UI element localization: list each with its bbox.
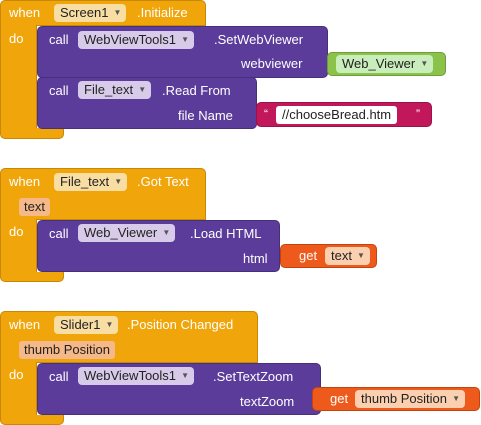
- method-name: .Load HTML: [190, 226, 262, 241]
- component-dropdown-screen1[interactable]: Screen1 ▼: [54, 4, 127, 22]
- when-label: when: [9, 174, 41, 189]
- text-field[interactable]: //chooseBread.htm: [276, 106, 398, 124]
- component-block-web-viewer[interactable]: Web_Viewer ▼: [327, 52, 446, 76]
- component-dropdown-web-viewer[interactable]: Web_Viewer ▼: [336, 55, 434, 73]
- call-block-loadhtml[interactable]: call Web_Viewer ▼ .Load HTML html: [37, 220, 280, 272]
- component-dropdown-file-text[interactable]: File_text ▼: [78, 81, 152, 99]
- event-block-file-text-got-text[interactable]: when File_text ▼ .Got Text text do call W…: [0, 168, 377, 282]
- component-dropdown-slider1[interactable]: Slider1 ▼: [54, 316, 119, 334]
- event-block-screen1-initialize[interactable]: when Screen1 ▼ .Initialize do call WebVie…: [0, 0, 446, 139]
- call-block-readfrom[interactable]: call File_text ▼ .Read From file Name: [37, 77, 257, 129]
- arg-label-webviewer: webviewer: [241, 56, 303, 71]
- event-block-slider1-position-changed[interactable]: when Slider1 ▼ .Position Changed thumb Po…: [0, 311, 480, 425]
- event-param-text[interactable]: text: [19, 198, 50, 216]
- event-name: .Position Changed: [127, 317, 234, 332]
- event-footer: [0, 128, 64, 139]
- component-name: WebViewTools1: [84, 368, 177, 383]
- component-name: Web_Viewer: [342, 56, 416, 71]
- get-label: get: [330, 391, 349, 406]
- getter-block-thumb-position[interactable]: get thumb Position ▼: [312, 387, 480, 411]
- call-label: call: [49, 369, 69, 384]
- chevron-down-icon: ▼: [138, 85, 147, 94]
- chevron-down-icon: ▼: [181, 35, 190, 44]
- event-left-rail: [0, 25, 37, 129]
- chevron-down-icon: ▼: [113, 8, 122, 17]
- chevron-down-icon: ▼: [105, 320, 114, 329]
- chevron-down-icon: ▼: [452, 394, 460, 403]
- close-quote: ”: [416, 107, 420, 121]
- event-name: .Got Text: [137, 174, 189, 189]
- event-footer: [0, 272, 64, 282]
- component-name: Screen1: [60, 5, 109, 20]
- chevron-down-icon: ▼: [420, 59, 429, 68]
- method-name: .Read From: [162, 83, 231, 98]
- component-name: Web_Viewer: [84, 225, 158, 240]
- do-label: do: [9, 367, 24, 382]
- component-name: WebViewTools1: [84, 32, 177, 47]
- do-label: do: [9, 224, 24, 239]
- event-left-rail: [0, 362, 37, 416]
- when-label: when: [9, 317, 41, 332]
- method-name: .SetWebViewer: [214, 32, 304, 47]
- event-footer: [0, 415, 64, 425]
- get-label: get: [299, 248, 318, 263]
- arg-label-html: html: [243, 251, 268, 266]
- component-dropdown-file-text[interactable]: File_text ▼: [54, 173, 128, 191]
- call-label: call: [49, 226, 69, 241]
- event-param-thumb-position[interactable]: thumb Position: [19, 341, 115, 359]
- arg-label-textzoom: textZoom: [240, 394, 295, 409]
- getter-block-text[interactable]: get text ▼: [280, 244, 377, 268]
- chevron-down-icon: ▼: [114, 177, 123, 186]
- when-label: when: [9, 5, 41, 20]
- component-name: Slider1: [60, 317, 101, 332]
- chevron-down-icon: ▼: [357, 251, 365, 260]
- component-dropdown-webviewtools1[interactable]: WebViewTools1 ▼: [78, 31, 195, 49]
- call-label: call: [49, 83, 69, 98]
- call-block-setwebviewer[interactable]: call WebViewTools1 ▼ .SetWebViewer webvie…: [37, 26, 328, 78]
- do-label: do: [9, 31, 24, 46]
- chevron-down-icon: ▼: [181, 371, 190, 380]
- component-dropdown-webviewtools1[interactable]: WebViewTools1 ▼: [78, 367, 195, 385]
- call-label: call: [49, 32, 69, 47]
- open-quote: “: [264, 107, 268, 121]
- arg-label-file-name: file Name: [178, 108, 233, 123]
- variable-dropdown-thumb-position[interactable]: thumb Position ▼: [355, 390, 465, 408]
- component-name: File_text: [60, 174, 110, 189]
- method-name: .SetTextZoom: [213, 369, 294, 384]
- variable-name: thumb Position: [361, 391, 447, 406]
- component-name: File_text: [84, 82, 134, 97]
- call-block-settextzoom[interactable]: call WebViewTools1 ▼ .SetTextZoom textZoo…: [37, 363, 321, 415]
- variable-dropdown-text[interactable]: text ▼: [325, 247, 370, 265]
- component-dropdown-web-viewer[interactable]: Web_Viewer ▼: [78, 224, 176, 242]
- event-left-rail: [0, 219, 37, 273]
- text-block-filename[interactable]: “ //chooseBread.htm ”: [256, 102, 432, 127]
- event-name: .Initialize: [137, 5, 188, 20]
- variable-name: text: [331, 248, 352, 263]
- chevron-down-icon: ▼: [162, 228, 171, 237]
